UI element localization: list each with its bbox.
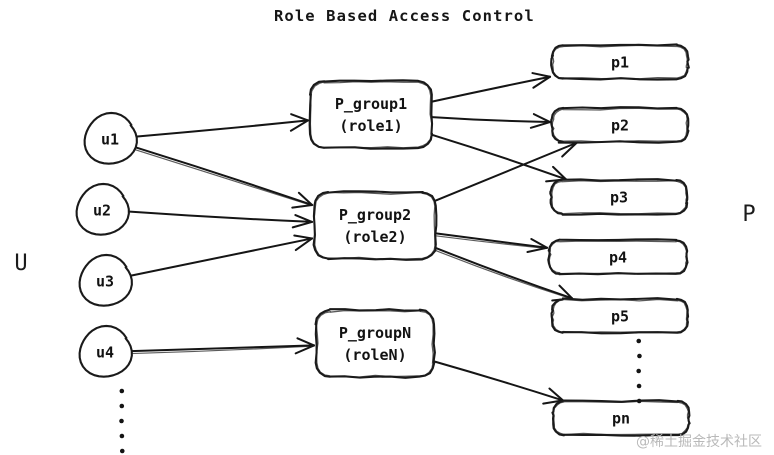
role-box-sketch-g2: [313, 191, 436, 260]
permission-box-sketch-pn: [552, 400, 690, 436]
role-alias-g1: (role1): [339, 117, 402, 135]
role-node-g2[interactable]: P_group2 (role2): [312, 190, 438, 261]
role-name-g1: P_group1: [335, 95, 407, 113]
user-label-u1: u1: [101, 131, 119, 149]
ellipsis-layer: [119, 338, 642, 454]
users-group-label: U: [14, 251, 27, 276]
role-name-g2: P_group2: [339, 206, 411, 224]
user-node-u1[interactable]: u1: [83, 111, 138, 165]
site-watermark: @稀土掘金技术社区: [636, 434, 762, 450]
users-ellipsis-dots: [119, 388, 125, 454]
permissions-layer: p1 p2 p3 p4 p5 pn: [547, 43, 691, 437]
permission-node-p3[interactable]: p3: [549, 178, 689, 216]
permissions-group-label: P: [742, 202, 755, 227]
permission-box-sketch-p5: [551, 298, 688, 334]
user-label-u3: u3: [96, 273, 114, 291]
edge-g2-to-p4: [435, 232, 549, 253]
permission-node-pn[interactable]: pn: [551, 399, 691, 437]
permission-box-sketch-p2: [551, 107, 688, 143]
role-box-sketch-gN: [315, 310, 434, 378]
role-alias-g2: (role2): [343, 228, 406, 246]
user-node-u3[interactable]: u3: [78, 253, 133, 307]
permission-label-p1: p1: [611, 54, 629, 72]
role-node-g1[interactable]: P_group1 (role1): [308, 79, 434, 150]
permission-node-p5[interactable]: p5: [550, 297, 690, 335]
role-box-sketch-g1: [309, 81, 433, 149]
role-box-g1: [308, 79, 434, 150]
permission-box-p1: [550, 43, 690, 81]
permission-label-p2: p2: [611, 117, 629, 135]
permission-node-p2[interactable]: p2: [550, 106, 690, 144]
edge-gN-to-pn: [433, 360, 564, 405]
permission-box-sketch-p3: [551, 179, 688, 215]
user-label-u2: u2: [93, 202, 111, 220]
permission-box-p2: [550, 106, 690, 144]
role-name-gN: P_groupN: [339, 324, 411, 342]
user-circle-u1: [83, 111, 138, 165]
user-circle-u2: [75, 182, 130, 236]
roles-layer: P_group1 (role1) P_group2 (role2) P_groupN (r…: [308, 79, 438, 379]
permission-node-p4[interactable]: p4: [547, 238, 689, 276]
permission-box-sketch-p1: [551, 44, 688, 80]
role-box-g2: [312, 190, 438, 261]
user-label-u4: u4: [96, 344, 114, 362]
user-node-u4[interactable]: u4: [78, 324, 133, 378]
users-layer: u1 u2 u3 u4: [75, 111, 138, 378]
edge-u2-to-g2: [126, 210, 313, 229]
role-alias-gN: (roleN): [343, 346, 406, 364]
edge-u3-to-g2: [129, 234, 314, 277]
edges-layer: [126, 72, 578, 405]
user-circle-u4: [78, 324, 133, 378]
permissions-ellipsis-dots: [636, 338, 642, 404]
permission-label-pn: pn: [612, 410, 630, 428]
permission-label-p4: p4: [609, 249, 627, 267]
edge-g1-to-p1: [431, 72, 552, 103]
edge-u4-to-gN: [129, 337, 315, 355]
role-node-gN[interactable]: P_groupN (roleN): [314, 308, 436, 379]
edge-u1-to-g2: [133, 146, 314, 209]
user-node-u2[interactable]: u2: [75, 182, 130, 236]
permission-label-p3: p3: [610, 189, 628, 207]
diagram-title: Role Based Access Control: [274, 7, 535, 25]
permission-node-p1[interactable]: p1: [550, 43, 690, 81]
permission-label-p5: p5: [611, 308, 629, 326]
user-circle-u3: [78, 253, 133, 307]
permission-box-sketch-p4: [548, 240, 688, 275]
edge-u1-to-g1: [134, 113, 310, 138]
edge-g1-to-p2: [431, 113, 551, 129]
role-box-gN: [314, 308, 436, 379]
